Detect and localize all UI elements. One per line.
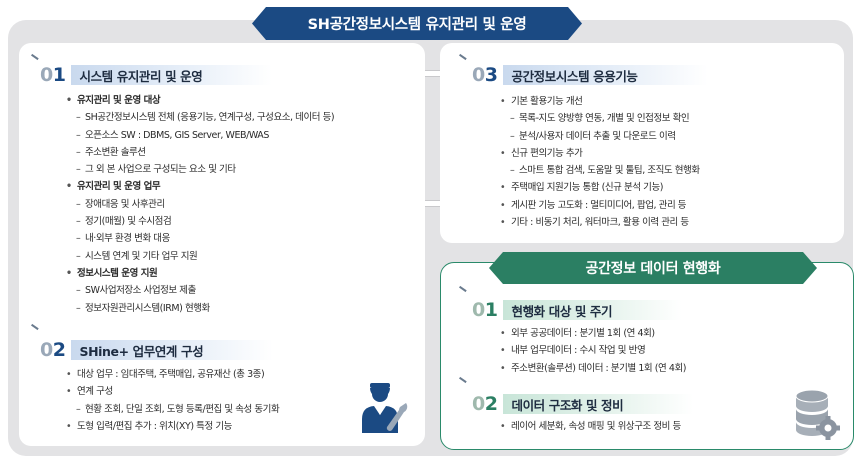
list-item: 현황 조회, 단일 조회, 도형 등록/편집 및 속성 동기화 <box>66 401 366 419</box>
section-title: 공간정보시스템 응용기능 <box>503 65 708 85</box>
list-item: 정보자원관리시스템(IRM) 현행화 <box>66 300 416 318</box>
list-item: 내부 업무데이터 : 수시 작업 및 반영 <box>500 342 800 360</box>
list-item: 외부 공공데이터 : 분기별 1회 (연 4회) <box>500 325 800 343</box>
list-item: 연계 구성 <box>66 383 366 401</box>
list-item: 대상 업무 : 임대주택, 주택매입, 공유재산 (총 3종) <box>66 366 366 384</box>
data-section-02-list: 레이어 세분화, 속성 매핑 및 위상구조 정비 등 <box>500 418 790 436</box>
section-number: 02 <box>472 392 498 415</box>
list-item: 오픈소스 SW : DBMS, GIS Server, WEB/WAS <box>66 127 416 145</box>
list-item: 게시판 기능 고도화 : 멀티미디어, 팝업, 관리 등 <box>500 197 840 215</box>
section-01-header: 01 시스템 유지관리 및 운영 <box>40 63 273 87</box>
list-item: 시스템 연계 및 기타 업무 지원 <box>66 248 416 266</box>
list-item: 주택매입 지원기능 통합 (신규 분석 기능) <box>500 179 840 197</box>
list-item: 그 외 본 사업으로 구성되는 요소 및 기타 <box>66 161 416 179</box>
section-number: 03 <box>472 63 498 86</box>
list-item: 주소변환 솔루션 <box>66 144 416 162</box>
data-section-02-header: 02 데이터 구조화 및 정비 <box>472 392 694 416</box>
section-03-list: 기본 활용기능 개선 목록-지도 양방향 연동, 개별 및 인접정보 확인 분석… <box>500 93 840 232</box>
data-section-01-list: 외부 공공데이터 : 분기별 1회 (연 4회) 내부 업무데이터 : 수시 작… <box>500 325 800 377</box>
worker-with-wrench-icon <box>362 383 408 433</box>
list-item: 정기(매월) 및 수시점검 <box>66 213 416 231</box>
connector-top <box>425 70 440 77</box>
list-item: 도형 입력/편집 추가 : 위치(XY) 특정 기능 <box>66 418 366 436</box>
list-item: 기본 활용기능 개선 <box>500 93 840 111</box>
section-02-list: 대상 업무 : 임대주택, 주택매입, 공유재산 (총 3종) 연계 구성 현황… <box>66 366 366 435</box>
section-title: 시스템 유지관리 및 운영 <box>71 65 273 85</box>
database-gear-icon <box>795 389 840 440</box>
data-update-banner: 공간정보 데이터 현행화 <box>489 252 817 284</box>
connector-bottom <box>425 200 440 207</box>
section-02-header: 02 SHine+ 업무연계 구성 <box>40 338 274 362</box>
list-item: 신규 편의기능 추가 <box>500 145 840 163</box>
list-item: 스마트 통합 검색, 도움말 및 툴팁, 조직도 현행화 <box>500 162 840 180</box>
section-number: 02 <box>40 338 66 361</box>
list-item: 장애대응 및 사후관리 <box>66 196 416 214</box>
list-item: 분석/사용자 데이터 추출 및 다운로드 이력 <box>500 128 840 146</box>
section-number: 01 <box>472 298 498 321</box>
list-item: 주소변환(솔루션) 데이터 : 분기별 1회 (연 4회) <box>500 360 800 378</box>
section-03-header: 03 공간정보시스템 응용기능 <box>472 63 708 87</box>
section-01-list: 유지관리 및 운영 대상 SH공간정보시스템 전체 (응용기능, 연계구성, 구… <box>66 92 416 317</box>
list-item: 내·외부 환경 변화 대응 <box>66 230 416 248</box>
list-item: 유지관리 및 운영 대상 <box>66 92 416 110</box>
list-item: 기타 : 비동기 처리, 워터마크, 활용 이력 관리 등 <box>500 214 840 232</box>
section-title: 데이터 구조화 및 정비 <box>503 394 694 414</box>
list-item: 정보시스템 운영 지원 <box>66 265 416 283</box>
main-title-banner: SH공간정보시스템 유지관리 및 운영 <box>252 7 582 40</box>
list-item: 유지관리 및 운영 업무 <box>66 178 416 196</box>
data-section-01-header: 01 현행화 대상 및 주기 <box>472 298 683 322</box>
section-title: 현행화 대상 및 주기 <box>503 300 683 320</box>
list-item: 레이어 세분화, 속성 매핑 및 위상구조 정비 등 <box>500 418 790 436</box>
section-title: SHine+ 업무연계 구성 <box>71 340 274 360</box>
list-item: SW사업저장소 사업정보 제출 <box>66 282 416 300</box>
list-item: SH공간정보시스템 전체 (응용기능, 연계구성, 구성요소, 데이터 등) <box>66 109 416 127</box>
list-item: 목록-지도 양방향 연동, 개별 및 인접정보 확인 <box>500 110 840 128</box>
section-number: 01 <box>40 63 66 86</box>
